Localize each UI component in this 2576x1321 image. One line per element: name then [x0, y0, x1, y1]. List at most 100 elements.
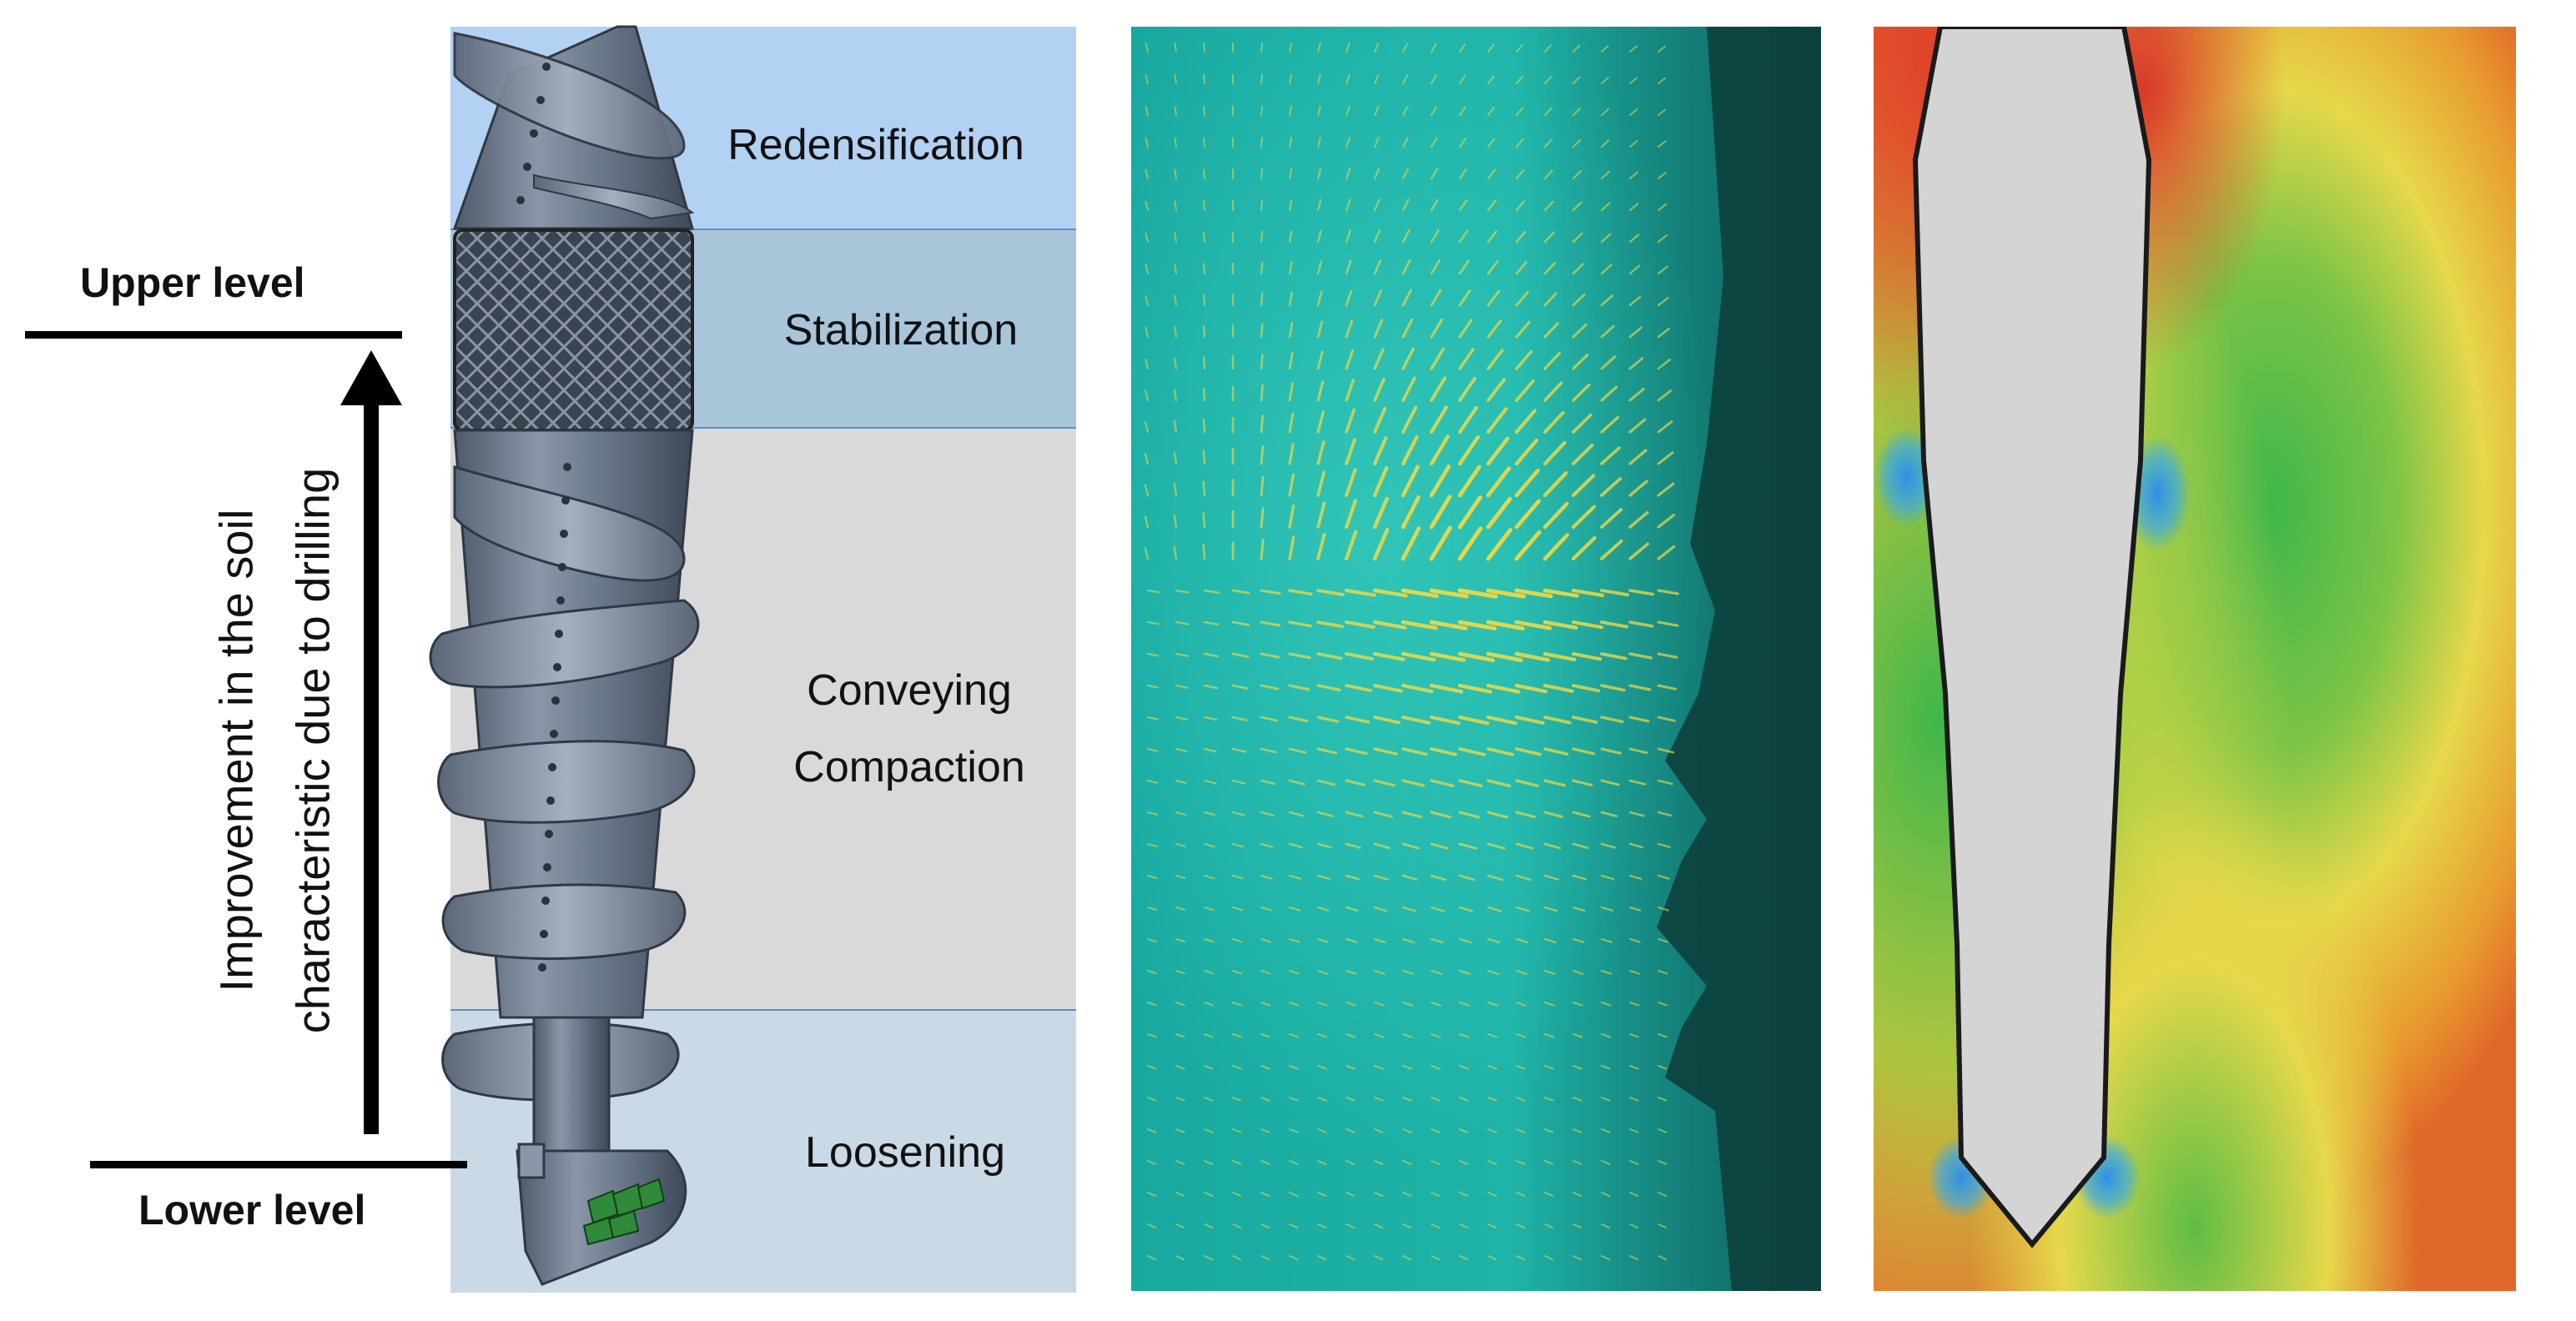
piv-vector — [1345, 1128, 1356, 1133]
piv-vector — [1628, 1191, 1639, 1197]
piv-vector — [1543, 937, 1557, 944]
piv-vector — [1515, 779, 1539, 787]
piv-vector — [1316, 260, 1323, 275]
piv-vector — [1175, 906, 1186, 912]
piv-vector — [1174, 294, 1178, 307]
piv-vector — [1288, 716, 1309, 723]
piv-vector — [1572, 1254, 1582, 1261]
piv-vector — [1401, 1096, 1412, 1102]
piv-vector — [1515, 138, 1524, 148]
piv-vector — [1401, 1001, 1413, 1007]
piv-vector — [1458, 348, 1475, 370]
piv-vector — [1260, 354, 1264, 370]
piv-vector — [1429, 405, 1448, 434]
piv-vector — [1345, 438, 1356, 465]
piv-vector — [1260, 73, 1263, 85]
piv-vector — [1600, 1096, 1611, 1102]
piv-vector — [1487, 1223, 1497, 1229]
piv-vector — [1628, 1032, 1639, 1038]
piv-vector — [1657, 589, 1680, 595]
piv-vector — [1542, 620, 1578, 630]
piv-vector — [1458, 229, 1469, 244]
piv-vector — [1373, 348, 1385, 370]
piv-vector — [1401, 347, 1415, 370]
piv-vector — [1401, 259, 1411, 275]
piv-vector — [1572, 716, 1598, 724]
piv-vector — [1657, 513, 1676, 529]
piv-vector — [1600, 1254, 1611, 1261]
piv-vector — [1429, 525, 1452, 561]
piv-vector — [1373, 779, 1396, 787]
piv-flow-field-panel — [1131, 27, 1821, 1291]
piv-vector — [1514, 620, 1552, 630]
piv-vector — [1288, 443, 1295, 465]
piv-vector — [1288, 168, 1293, 180]
piv-vector — [1345, 684, 1372, 692]
piv-vector — [1203, 716, 1218, 721]
piv-vector — [1401, 1032, 1413, 1038]
piv-vector — [1657, 234, 1668, 244]
piv-vector — [1487, 937, 1501, 944]
piv-vector — [1401, 716, 1431, 725]
piv-vector — [1316, 229, 1322, 244]
piv-vector — [1401, 874, 1418, 881]
piv-vector — [1288, 779, 1306, 786]
piv-vector — [1316, 811, 1334, 817]
piv-vector — [1260, 589, 1281, 595]
piv-vector — [1515, 261, 1527, 275]
piv-vector — [1487, 289, 1501, 307]
piv-vector — [1657, 779, 1673, 786]
piv-vector — [1600, 508, 1623, 529]
drill-cutter-teeth — [582, 1178, 666, 1246]
piv-vector — [1572, 1128, 1582, 1133]
piv-vector — [1572, 201, 1582, 212]
piv-vector — [1175, 652, 1190, 657]
piv-vector — [1316, 350, 1324, 370]
piv-vector — [1458, 168, 1467, 180]
piv-vector — [1175, 842, 1187, 848]
piv-vector — [1600, 1032, 1612, 1038]
piv-flow-image — [1131, 27, 1821, 1291]
piv-vector — [1543, 1159, 1554, 1165]
piv-vector — [1458, 1254, 1469, 1261]
piv-vector — [1203, 620, 1220, 626]
piv-vector — [1173, 451, 1178, 465]
piv-vector — [1515, 1223, 1526, 1229]
piv-vector — [1401, 1223, 1412, 1229]
piv-vector — [1657, 451, 1674, 465]
piv-vector — [1543, 1223, 1554, 1229]
piv-vector — [1202, 480, 1206, 497]
piv-vector — [1203, 1159, 1214, 1165]
piv-vector — [1231, 1223, 1242, 1229]
piv-vector — [1146, 1128, 1157, 1133]
piv-vector — [1288, 652, 1311, 660]
piv-vector — [1203, 937, 1215, 943]
piv-vector — [1260, 292, 1264, 307]
piv-vector — [1430, 1096, 1441, 1102]
piv-vector — [1600, 477, 1623, 497]
piv-vector — [1571, 588, 1605, 597]
piv-vector — [1628, 652, 1653, 660]
piv-vector — [1600, 1191, 1611, 1197]
piv-vector — [1288, 906, 1301, 912]
piv-vector — [1458, 874, 1476, 882]
piv-vector — [1203, 42, 1206, 53]
piv-vector — [1288, 620, 1312, 628]
piv-vector — [1175, 716, 1189, 721]
piv-vector — [1146, 1032, 1157, 1038]
piv-vector — [1657, 265, 1668, 275]
piv-vector — [1316, 532, 1326, 560]
piv-vector — [1628, 1096, 1639, 1102]
piv-vector — [1543, 76, 1552, 85]
zone-label-conveying: Conveying — [807, 666, 1012, 715]
piv-vector — [1458, 906, 1474, 912]
piv-vector — [1657, 716, 1676, 722]
piv-vector — [1514, 499, 1542, 530]
piv-vector — [1430, 779, 1455, 787]
piv-vector — [1373, 198, 1381, 212]
piv-vector — [1657, 906, 1669, 912]
piv-vector — [1430, 43, 1437, 53]
piv-vector — [1345, 289, 1353, 307]
piv-vector — [1372, 527, 1390, 561]
piv-vector — [1487, 75, 1495, 85]
